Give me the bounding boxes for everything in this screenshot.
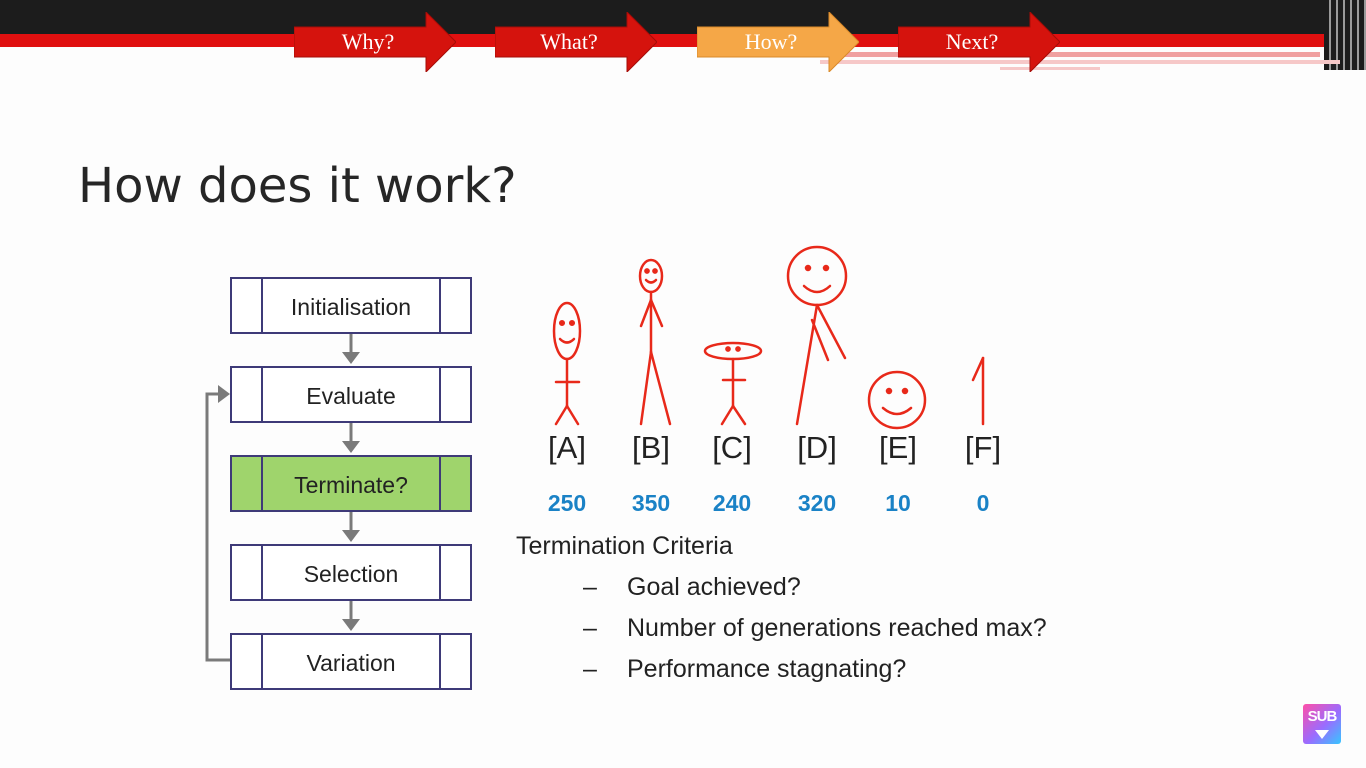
criteria-item: – Goal achieved? xyxy=(583,573,801,602)
subscribe-logo-label: SUB xyxy=(1307,708,1338,725)
criteria-item-text: Performance stagnating? xyxy=(627,655,907,683)
individual-score: 240 xyxy=(712,490,752,516)
top-right-stripes xyxy=(1324,0,1366,70)
nav-next-label: Next? xyxy=(945,29,999,54)
nav-why-label: Why? xyxy=(341,29,395,54)
flow-step-label: Selection xyxy=(303,561,399,587)
arrow-down-icon xyxy=(342,352,360,364)
stick-figure-flat-head-icon xyxy=(703,341,763,426)
play-down-icon xyxy=(1315,730,1329,739)
flow-step-evaluate: Evaluate xyxy=(230,366,472,423)
arrow-right-icon xyxy=(294,12,456,72)
flow-step-label: Initialisation xyxy=(290,294,412,320)
individual-label: [B] xyxy=(632,430,670,465)
single-leg-icon xyxy=(971,356,985,426)
bullet-dash: – xyxy=(583,614,597,642)
flow-step-variation: Variation xyxy=(230,633,472,690)
arrow-down-icon xyxy=(342,530,360,542)
arrow-right-icon xyxy=(495,12,657,72)
nav-how-button[interactable]: How? xyxy=(697,12,859,72)
slide-title: How does it work? xyxy=(78,158,517,214)
individual-score: 320 xyxy=(797,490,837,516)
stick-figure-oval-head-icon xyxy=(552,301,582,426)
flow-step-selection: Selection xyxy=(230,544,472,601)
nav-what-button[interactable]: What? xyxy=(495,12,657,72)
flow-step-label: Variation xyxy=(306,650,396,676)
nav-next-button[interactable]: Next? xyxy=(898,12,1060,72)
subscribe-logo[interactable]: SUB xyxy=(1303,704,1341,744)
individual-score: 350 xyxy=(631,490,671,516)
criteria-item: – Number of generations reached max? xyxy=(583,614,1047,643)
decor-line xyxy=(820,60,1340,64)
individual-label: [A] xyxy=(548,430,586,465)
arrow-down-icon xyxy=(342,619,360,631)
bullet-dash: – xyxy=(583,655,597,683)
individual-score: 250 xyxy=(547,490,587,516)
arrow-right-icon xyxy=(218,385,230,403)
individual-label: [E] xyxy=(879,430,917,465)
nav-how-label: How? xyxy=(744,29,798,54)
individual-label: [C] xyxy=(712,430,752,465)
individual-label: [D] xyxy=(797,430,837,465)
bullet-dash: – xyxy=(583,573,597,601)
flow-step-label: Terminate? xyxy=(294,472,408,498)
arrow-right-icon xyxy=(697,12,859,72)
criteria-item: – Performance stagnating? xyxy=(583,655,906,684)
individual-label: [F] xyxy=(964,430,1002,465)
flow-step-initialisation: Initialisation xyxy=(230,277,472,334)
stick-figure-tall-icon xyxy=(638,258,672,426)
flow-step-label: Evaluate xyxy=(306,383,396,409)
criteria-item-text: Goal achieved? xyxy=(627,573,801,601)
nav-what-label: What? xyxy=(540,29,598,54)
arrow-right-icon xyxy=(898,12,1060,72)
decor-line xyxy=(1000,67,1100,70)
arrow-down-icon xyxy=(342,441,360,453)
top-dark-band xyxy=(0,0,1366,34)
stick-figure-big-head-icon xyxy=(786,245,848,426)
nav-why-button[interactable]: Why? xyxy=(294,12,456,72)
smiley-head-only-icon xyxy=(867,370,927,430)
criteria-item-text: Number of generations reached max? xyxy=(627,614,1047,642)
criteria-heading: Termination Criteria xyxy=(516,532,733,560)
flow-step-terminate: Terminate? xyxy=(230,455,472,512)
individual-score: 0 xyxy=(976,490,990,516)
individual-score: 10 xyxy=(885,490,911,516)
